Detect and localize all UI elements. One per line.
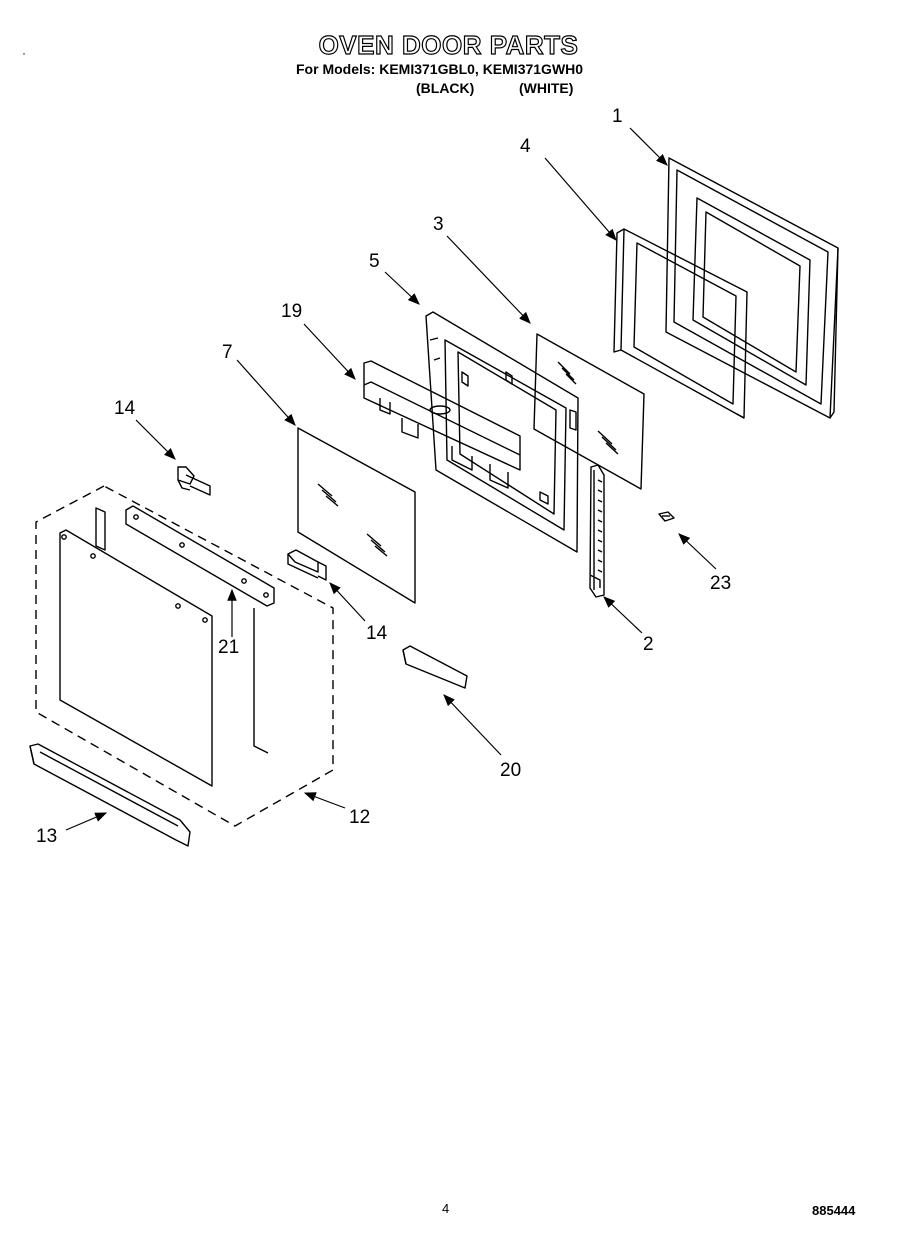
part-13-handle-trim xyxy=(29,743,191,847)
variant-black-label: (BLACK) xyxy=(416,80,475,96)
callout-2: 2 xyxy=(643,634,654,655)
part-19-heat-shield xyxy=(363,360,521,489)
part-14-lower-bracket xyxy=(287,549,327,581)
part-12-outer-door-dashed-outline xyxy=(35,485,334,827)
part-4-door-trim-frame xyxy=(613,228,748,419)
page-title: OVEN DOOR PARTS xyxy=(318,29,579,60)
callout-7: 7 xyxy=(222,342,233,363)
callout-14-lower: 14 xyxy=(366,623,388,644)
callout-19: 19 xyxy=(281,301,303,322)
part-12-outer-door-panel xyxy=(59,507,269,787)
callout-3: 3 xyxy=(433,214,444,235)
callout-14-upper: 14 xyxy=(114,398,136,419)
page-number: 4 xyxy=(442,1201,450,1216)
callout-4: 4 xyxy=(520,136,531,157)
part-3-glass-panel xyxy=(533,333,645,490)
document-number: 885444 xyxy=(812,1203,856,1218)
callout-13: 13 xyxy=(36,826,58,847)
callout-1: 1 xyxy=(612,106,623,127)
variant-white-label: (WHITE) xyxy=(519,80,574,96)
callout-5: 5 xyxy=(369,251,380,272)
part-23-clip xyxy=(658,511,675,522)
models-line: For Models: KEMI371GBL0, KEMI371GWH0 xyxy=(296,61,584,77)
callout-21: 21 xyxy=(218,637,240,658)
callout-20: 20 xyxy=(500,760,522,781)
callout-23: 23 xyxy=(710,573,732,594)
callout-12: 12 xyxy=(349,807,371,828)
part-7-front-glass xyxy=(297,427,416,604)
part-21-hinge-bar xyxy=(125,505,275,607)
part-2-hinge-strip xyxy=(589,464,605,598)
part-1-outer-door-frame xyxy=(665,157,839,419)
part-20-trim-strip xyxy=(402,645,468,689)
stray-mark: · xyxy=(22,46,26,60)
leader-lines xyxy=(65,127,717,831)
part-5-inner-door-liner xyxy=(425,311,579,553)
part-14-upper-bracket xyxy=(177,466,211,496)
